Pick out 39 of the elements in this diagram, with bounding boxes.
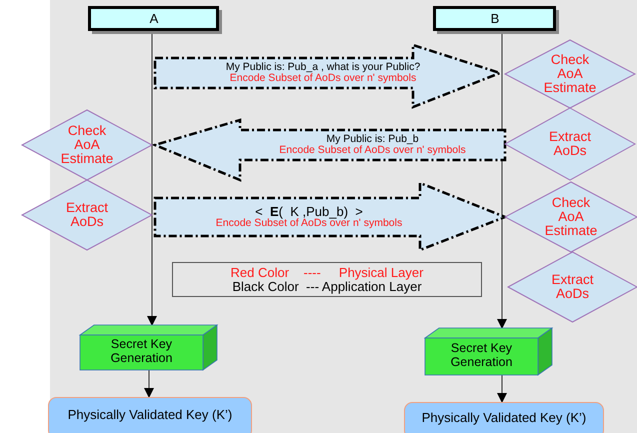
result-box: [48, 397, 252, 433]
arrow: [144, 370, 154, 398]
message-text: Encode Subset of AoDs over n' symbols: [216, 218, 402, 230]
decision-diamond: [22, 180, 152, 250]
block-arrow: [155, 120, 505, 180]
arrow: [497, 374, 507, 403]
process-cube: [425, 328, 552, 375]
lifeline-header: [88, 6, 220, 32]
decision-diamond: [505, 108, 635, 180]
decision-diamond: [505, 182, 637, 252]
block-arrow: [155, 45, 500, 107]
message-text: Encode Subset of AoDs over n' symbols: [279, 145, 466, 156]
process-label: Secret Key Generation: [110, 338, 174, 365]
result-label: Physically Validated Key (K’): [68, 408, 232, 422]
legend-note-box: [172, 262, 482, 297]
message-text: My Public is: Pub_a , what is your Public?: [226, 62, 420, 73]
decision-diamond: [22, 110, 152, 180]
lifeline-label: B: [490, 12, 500, 26]
step-label: Check AoA Estimate: [544, 196, 598, 238]
lifeline-label: A: [150, 12, 158, 26]
decision-diamond: [508, 252, 637, 322]
process-cube: [80, 325, 217, 370]
lifeline-header: [433, 6, 557, 32]
result-label: Physically Validated Key (K’): [422, 410, 586, 424]
message-text: < E( K ,Pub_b) >: [255, 204, 363, 218]
step-label: Extract AoDs: [64, 200, 109, 230]
process-label: Secret Key Generation: [450, 342, 514, 369]
legend-text: Red Color ---- Physical Layer: [230, 266, 424, 280]
arrow: [147, 32, 157, 326]
step-label: Extract AoDs: [548, 130, 592, 158]
step-label: Check AoA Estimate: [60, 124, 114, 166]
message-text: My Public is: Pub_b: [326, 134, 419, 145]
step-label: Extract AoDs: [550, 272, 594, 302]
block-arrow: [155, 183, 505, 250]
message-text: Encode Subset of AoDs over n' symbols: [230, 73, 416, 84]
legend-text: Black Color --- Application Layer: [232, 280, 422, 294]
step-label: Check AoA Estimate: [542, 52, 598, 96]
result-box: [404, 402, 604, 433]
decision-diamond: [505, 40, 635, 108]
